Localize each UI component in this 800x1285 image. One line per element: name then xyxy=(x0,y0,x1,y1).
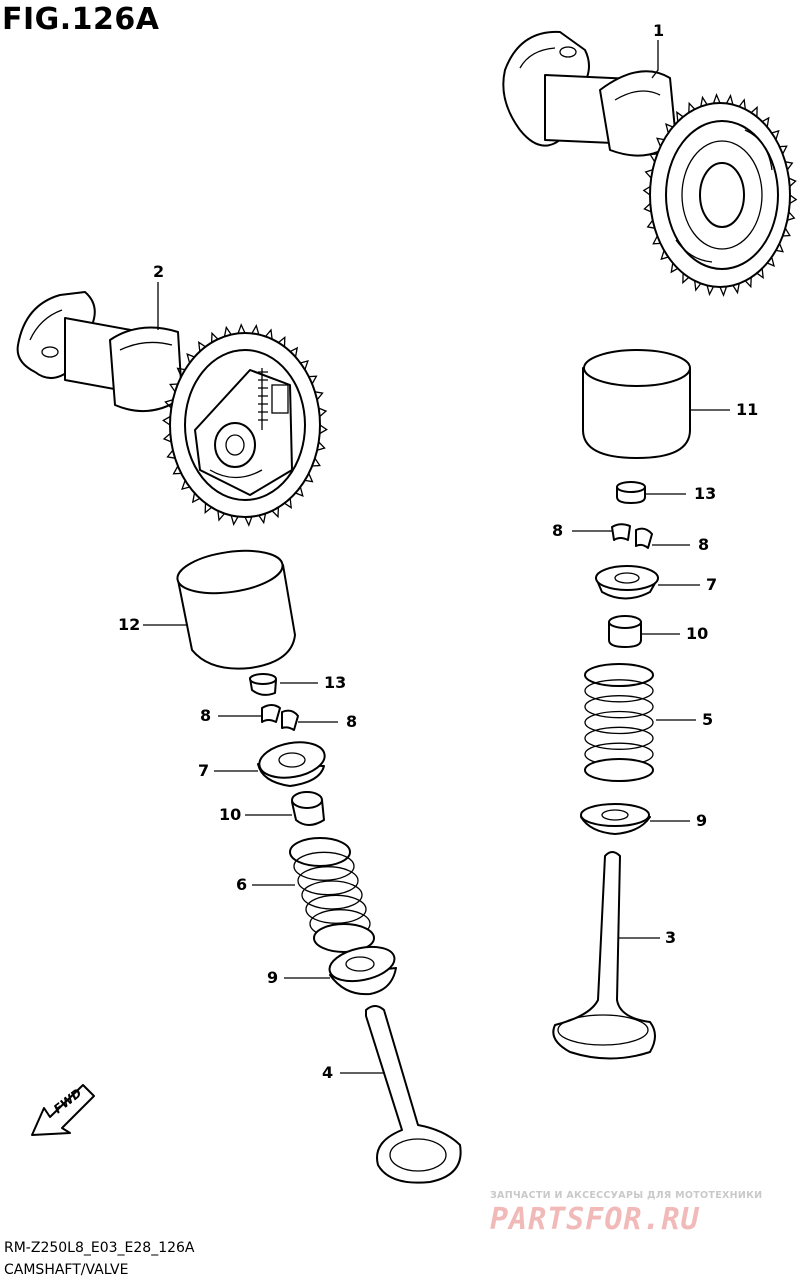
camshaft-1 xyxy=(502,30,798,297)
callout-8-left-a: 8 xyxy=(200,706,212,725)
spring-coil xyxy=(584,679,654,703)
callout-13-left: 13 xyxy=(324,673,347,692)
shim-13-right xyxy=(616,481,646,504)
fwd-arrow-icon xyxy=(31,1084,95,1136)
spring-coil xyxy=(305,894,367,924)
callout-4: 4 xyxy=(322,1063,334,1082)
callout-11: 11 xyxy=(736,400,759,419)
watermark-tagline: ЗАПЧАСТИ И АКСЕССУАРЫ ДЛЯ МОТОТЕХНИКИ xyxy=(490,1190,763,1201)
leader-lines xyxy=(143,40,730,1074)
spring-coil xyxy=(297,866,359,896)
callout-9-left: 9 xyxy=(267,968,279,987)
retainer-7-right xyxy=(595,565,659,600)
callout-5: 5 xyxy=(702,710,714,729)
watermark-logo: PARTSFOR.RU xyxy=(490,1202,700,1237)
valve-4 xyxy=(365,1005,462,1184)
callout-13-right: 13 xyxy=(694,484,717,503)
figure-caption: CAMSHAFT/VALVE xyxy=(4,1262,129,1278)
callout-9-right: 9 xyxy=(696,811,708,830)
valve-spring-6 xyxy=(289,837,375,953)
stem-seal-10-left xyxy=(291,791,325,826)
callout-6: 6 xyxy=(236,875,248,894)
stem-seal-10-right xyxy=(608,615,642,648)
callout-8-left-b: 8 xyxy=(346,712,358,731)
valve-spring-5 xyxy=(584,663,654,782)
cotter-8-left xyxy=(261,704,299,731)
figure-code: RM-Z250L8_E03_E28_126A xyxy=(4,1240,195,1256)
callout-7-right: 7 xyxy=(706,575,718,594)
callout-2: 2 xyxy=(153,262,165,281)
spring-coil xyxy=(584,726,654,750)
spring-coil xyxy=(584,758,654,782)
callout-1: 1 xyxy=(653,21,665,40)
valve-3 xyxy=(552,851,656,1060)
cotter-8-right xyxy=(611,523,653,549)
figure-title: FIG.126A xyxy=(2,2,160,37)
spring-coil xyxy=(584,663,654,687)
camshaft-2 xyxy=(16,291,328,527)
spring-coil xyxy=(301,880,363,910)
spring-seat-9-right xyxy=(580,803,651,835)
callout-10-left: 10 xyxy=(219,805,242,824)
spring-coil xyxy=(313,923,375,953)
tappet-11 xyxy=(582,349,691,459)
callout-12: 12 xyxy=(118,615,141,634)
spring-coil xyxy=(584,695,654,719)
spring-seat-9-left xyxy=(328,945,397,996)
shim-13-left xyxy=(249,673,277,696)
callout-7-left: 7 xyxy=(198,761,210,780)
tappet-12 xyxy=(176,549,296,670)
retainer-7-left xyxy=(257,741,326,787)
gear-teeth xyxy=(642,93,798,297)
callout-3: 3 xyxy=(665,928,677,947)
spring-coil xyxy=(584,710,654,735)
callout-8-right-a: 8 xyxy=(552,521,564,540)
callout-8-right-b: 8 xyxy=(698,535,710,554)
callout-10-right: 10 xyxy=(686,624,709,643)
gear-teeth xyxy=(162,323,328,527)
spring-coil xyxy=(293,851,355,881)
